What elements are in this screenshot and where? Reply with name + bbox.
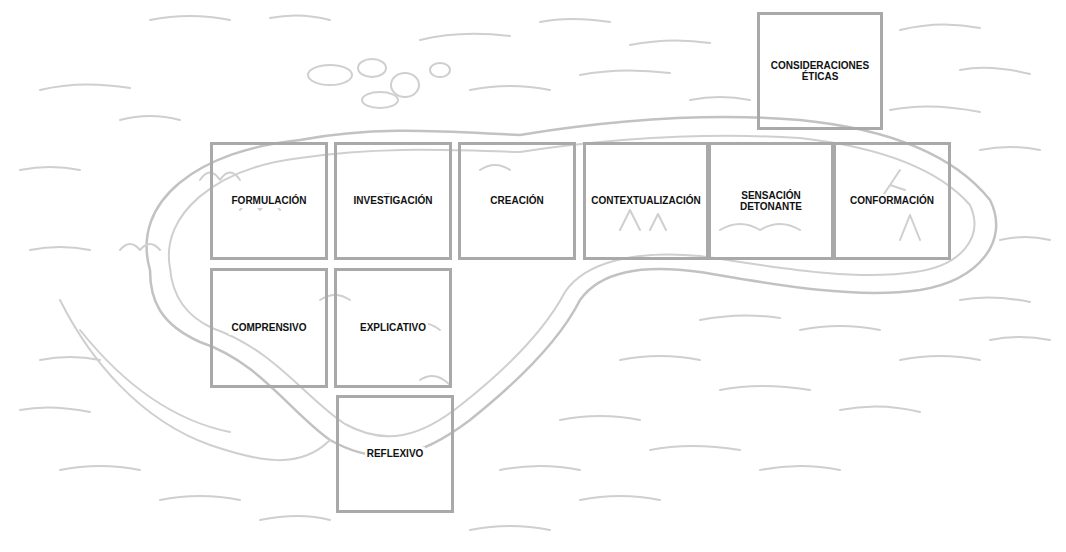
ruin-mark: [620, 210, 666, 230]
wave: [980, 147, 1040, 150]
tree-mark: [120, 244, 160, 250]
islet: [362, 92, 398, 108]
wave: [900, 24, 980, 30]
wave: [260, 516, 330, 520]
island-inner: [169, 136, 975, 436]
wave: [560, 416, 640, 420]
wave: [500, 466, 580, 470]
wave: [960, 68, 1030, 74]
box-label: FORMULACIÓN: [230, 194, 309, 208]
wave: [650, 446, 740, 450]
wave: [580, 496, 660, 500]
wave: [20, 407, 90, 412]
peninsula-inner: [80, 330, 230, 432]
wave: [470, 86, 550, 90]
wave: [30, 247, 90, 250]
hill-mark: [480, 165, 510, 170]
wave: [120, 116, 180, 120]
wave: [1000, 237, 1050, 240]
islet: [308, 65, 352, 85]
wave: [580, 70, 670, 75]
wave: [40, 357, 100, 360]
stage-box: REFLEXIVO: [336, 395, 454, 513]
waves: [20, 15, 1050, 530]
wave: [620, 356, 700, 360]
island: [147, 117, 997, 456]
wave: [540, 19, 610, 22]
islet: [391, 73, 419, 97]
box-label: COMPRENSIVO: [229, 321, 308, 335]
wave: [20, 167, 80, 170]
box-label: CREACIÓN: [488, 194, 545, 208]
box-label: CONTEXTUALIZACIÓN: [589, 194, 702, 208]
stage-box: CONFORMACIÓN: [833, 142, 951, 260]
island-outline: [60, 117, 996, 460]
islets: [308, 59, 450, 108]
wave: [720, 386, 810, 390]
box-label: REFLEXIVO: [365, 447, 426, 461]
islet: [430, 63, 450, 77]
wave: [470, 526, 550, 530]
islet: [358, 59, 386, 77]
wave: [800, 326, 880, 330]
wave: [420, 34, 510, 40]
stage-box: CREACIÓN: [458, 142, 576, 260]
wave: [960, 297, 1030, 302]
terrain-marks: [120, 165, 920, 385]
stage-box: CONSIDERACIONES ÉTICAS: [757, 12, 883, 130]
stage-box: FORMULACIÓN: [210, 142, 328, 260]
box-label: CONFORMACIÓN: [848, 194, 936, 208]
wave: [60, 466, 140, 470]
box-label: EXPLICATIVO: [358, 321, 428, 335]
tree-mark: [200, 173, 240, 181]
palm-mark: [900, 215, 920, 240]
stage-box: EXPLICATIVO: [334, 268, 452, 388]
wave: [150, 16, 230, 20]
wave: [840, 406, 920, 412]
box-label: SENSACIÓN DETONANTE: [711, 189, 831, 214]
stage-box: CONTEXTUALIZACIÓN: [583, 142, 709, 260]
box-label: CONSIDERACIONES ÉTICAS: [760, 59, 880, 84]
stage-box: INVESTIGACIÓN: [334, 142, 452, 260]
stage-box: COMPRENSIVO: [210, 268, 328, 388]
wave: [700, 315, 780, 320]
wave: [990, 337, 1050, 340]
hill-mark: [720, 224, 800, 230]
wave: [270, 15, 330, 20]
wave: [630, 40, 710, 45]
wave: [760, 466, 840, 470]
wave: [40, 84, 130, 90]
wave: [900, 356, 980, 360]
wave: [160, 496, 240, 500]
box-label: INVESTIGACIÓN: [352, 194, 435, 208]
hill-mark: [420, 376, 450, 385]
peninsula: [60, 300, 330, 460]
wave: [690, 97, 750, 100]
stage-box: SENSACIÓN DETONANTE: [708, 142, 834, 260]
wave: [890, 106, 980, 112]
